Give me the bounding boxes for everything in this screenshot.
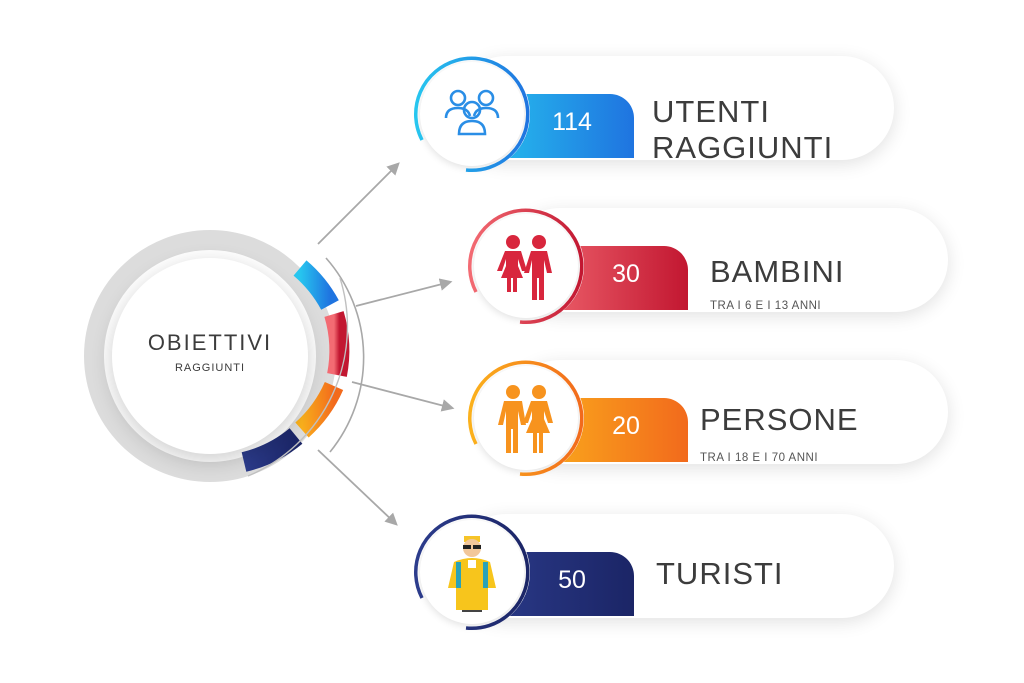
value-text: 114 <box>552 108 592 136</box>
hub-title: OBIETTIVI <box>147 330 273 355</box>
hub-arc-turisti <box>241 428 303 472</box>
card-bambini: 30 BAMBINI TRA I 6 E I 13 ANNI <box>468 208 948 324</box>
card-label: UTENTI RAGGIUNTI <box>652 94 833 166</box>
card-persone: 20 PERSONE TRA I 18 E I 70 ANNI <box>468 360 948 476</box>
arrow-turisti <box>317 449 398 526</box>
children-icon <box>497 235 552 300</box>
hub-subtitle: RAGGIUNTI <box>174 362 246 374</box>
hub-disc <box>112 258 308 454</box>
value-text: 20 <box>612 412 640 440</box>
hub-arc-utenti <box>293 260 339 310</box>
icon-ring <box>414 56 530 172</box>
icon-ring <box>468 360 584 476</box>
icon-ring <box>468 208 584 324</box>
arrow-utenti <box>317 162 400 245</box>
card-label-line2: RAGGIUNTI <box>652 130 834 165</box>
card-label: PERSONE <box>700 402 859 437</box>
hub-ring <box>84 230 336 482</box>
card-utenti: 114 UTENTI RAGGIUNTI <box>414 56 894 172</box>
card-note: TRA I 18 E I 70 ANNI <box>700 452 819 464</box>
people-group-icon <box>444 89 500 136</box>
value-text: 30 <box>612 260 640 288</box>
hub-outer-arc <box>325 257 365 453</box>
hub-arc-persone <box>295 381 344 438</box>
hub-arc-bambini <box>324 311 350 377</box>
card-label: BAMBINI <box>710 254 845 289</box>
adults-icon <box>498 385 553 453</box>
hub-outer-arc <box>247 277 349 477</box>
icon-ring <box>414 514 530 630</box>
card-label-line1: UTENTI <box>652 94 770 129</box>
card-label: TURISTI <box>656 556 784 591</box>
tourist-icon <box>448 536 496 612</box>
card-note: TRA I 6 E I 13 ANNI <box>710 300 822 312</box>
arrow-bambini <box>355 278 453 307</box>
arrow-persone <box>351 381 455 412</box>
card-turisti: 50 TURISTI <box>414 514 894 630</box>
value-text: 50 <box>558 566 586 594</box>
